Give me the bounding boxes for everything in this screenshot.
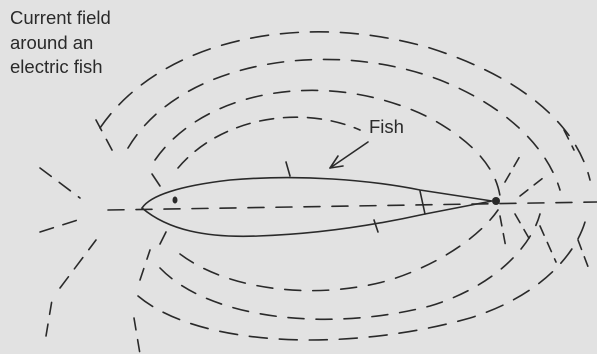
tail-ray-3 (515, 214, 530, 240)
body-tick-4 (374, 220, 378, 232)
caption-line-2: around an (10, 31, 111, 56)
body-tick-3 (286, 162, 290, 176)
field-line-left-7 (134, 318, 140, 354)
tail-ray-4 (500, 216, 506, 248)
field-line-left-6 (140, 250, 150, 280)
fish-tail-line (420, 191, 425, 214)
field-line-left-1 (96, 120, 112, 150)
field-line-upper-1 (178, 117, 360, 168)
field-line-lower-3 (138, 222, 585, 340)
caption-line-3: electric fish (10, 55, 111, 80)
tail-ray-2 (520, 174, 548, 196)
field-line-lower-1 (180, 210, 498, 291)
fish-pointer-arrowhead (330, 156, 343, 168)
field-line-lower-2 (160, 214, 540, 319)
tail-tip-node (492, 197, 500, 205)
field-line-left-5 (46, 300, 52, 336)
tail-ray-1 (505, 156, 520, 182)
tail-ray-7 (578, 240, 590, 272)
field-line-left-3 (40, 218, 84, 232)
field-line-left-2 (40, 168, 80, 198)
fish-label: Fish (369, 116, 404, 138)
field-line-left-4 (60, 240, 96, 288)
body-tick-1 (152, 174, 160, 186)
fish-pointer-arrow (330, 142, 368, 168)
caption-line-1: Current field (10, 6, 111, 31)
diagram-caption: Current field around an electric fish (10, 6, 111, 80)
tail-ray-5 (540, 226, 556, 262)
body-tick-2 (160, 232, 166, 244)
fish-eye (173, 197, 178, 204)
fish-axis-line (108, 202, 597, 210)
tail-ray-6 (564, 130, 574, 150)
